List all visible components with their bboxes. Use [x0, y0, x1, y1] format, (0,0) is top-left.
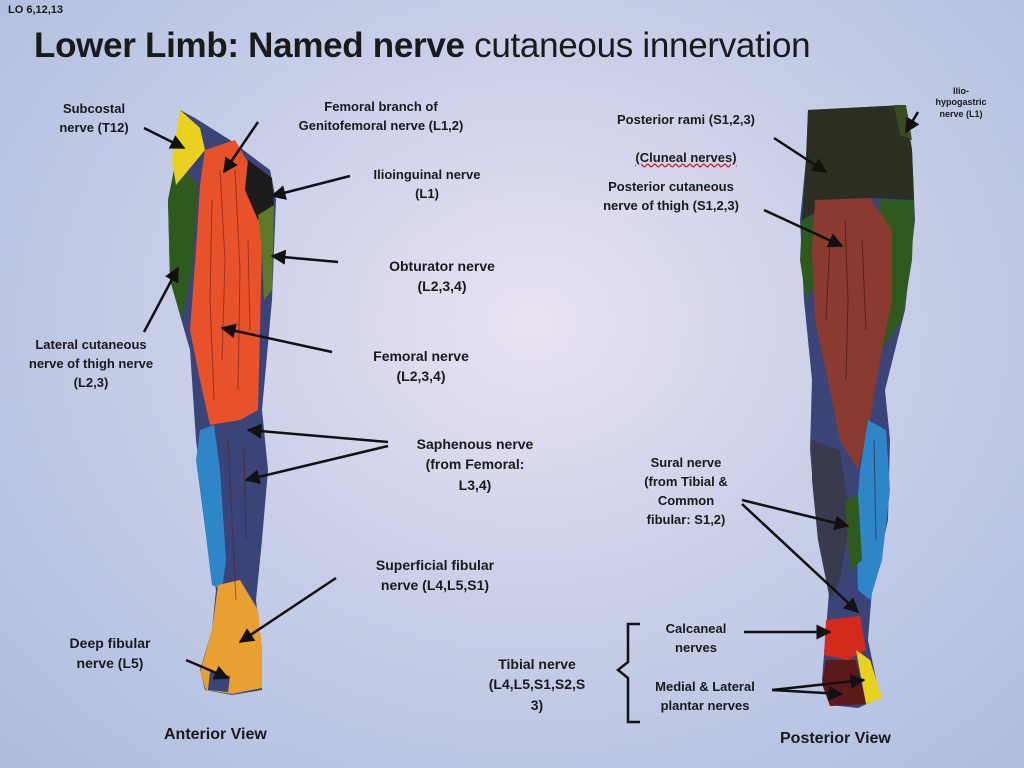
label-iliohypogastric: Ilio- hypogastric nerve (L1)	[916, 86, 1006, 120]
arrow-saphenous-upper	[248, 430, 388, 442]
anterior-view-label: Anterior View	[164, 726, 267, 744]
posterior-view-label: Posterior View	[780, 730, 891, 748]
posterior-rami-line1: Posterior rami (S1,2,3)	[617, 112, 755, 127]
label-sural: Sural nerve (from Tibial & Common fibula…	[616, 454, 756, 529]
label-posterior-cutaneous: Posterior cutaneous nerve of thigh (S1,2…	[576, 178, 766, 216]
label-obturator: Obturator nerve (L2,3,4)	[352, 256, 532, 297]
posterior-leg	[800, 105, 915, 708]
arrow-lateral-cutaneous	[144, 268, 178, 332]
label-subcostal: Subcostal nerve (T12)	[34, 100, 154, 138]
arrow-obturator	[272, 256, 338, 262]
arrow-ilioinguinal	[272, 176, 350, 196]
label-lateral-cutaneous: Lateral cutaneous nerve of thigh nerve (…	[2, 336, 180, 393]
label-tibial: Tibial nerve (L4,L5,S1,S2,S 3)	[462, 654, 612, 715]
label-calcaneal: Calcaneal nerves	[636, 620, 756, 658]
label-superficial-fibular: Superficial fibular nerve (L4,L5,S1)	[340, 555, 530, 596]
label-posterior-rami: Posterior rami (S1,2,3) (Cluneal nerves)	[588, 92, 784, 167]
label-saphenous: Saphenous nerve (from Femoral: L3,4)	[390, 434, 560, 495]
label-plantar: Medial & Lateral plantar nerves	[630, 678, 780, 716]
posterior-rami-line2: (Cluneal nerves)	[635, 150, 736, 165]
anterior-leg	[168, 110, 276, 695]
label-ilioinguinal: Ilioinguinal nerve (L1)	[352, 166, 502, 204]
label-femoral-branch: Femoral branch of Genitofemoral nerve (L…	[266, 98, 496, 136]
label-deep-fibular: Deep fibular nerve (L5)	[40, 633, 180, 674]
label-femoral: Femoral nerve (L2,3,4)	[346, 346, 496, 387]
